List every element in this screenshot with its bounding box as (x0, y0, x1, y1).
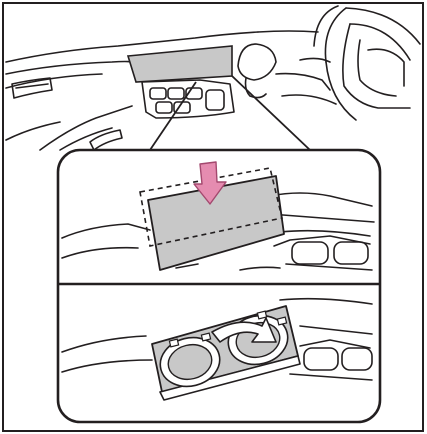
left-cup-tab-2 (201, 333, 210, 341)
right-cup-tab-2 (277, 317, 286, 325)
left-cup-tab-1 (169, 339, 178, 347)
right-cup-tab-1 (257, 311, 266, 319)
